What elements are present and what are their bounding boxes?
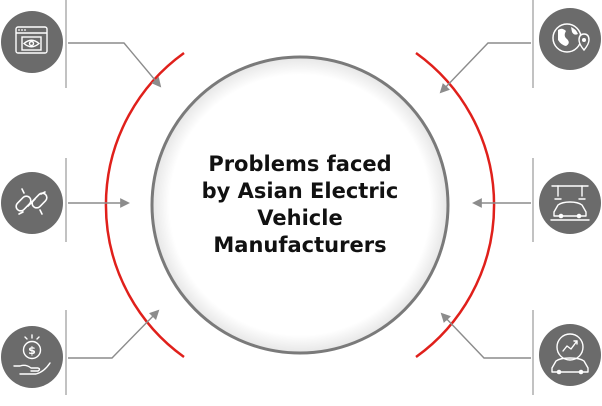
center-title-line-1: Problems faced — [208, 152, 392, 176]
connector-bottom-right — [440, 312, 531, 359]
center-title: Problems faced by Asian Electric Vehicle… — [172, 140, 428, 270]
connector-top-right — [439, 42, 531, 94]
center-circle — [150, 55, 450, 355]
center-title-line-4: Manufacturers — [213, 233, 387, 257]
globe-pin-icon — [539, 8, 601, 70]
car-growth-icon — [539, 324, 601, 386]
svg-text:$: $ — [28, 344, 36, 357]
accent-arc-right — [415, 51, 496, 359]
connector-top-left — [68, 42, 162, 88]
browser-eye-icon — [1, 11, 63, 73]
car-assembly-icon — [539, 172, 601, 234]
center-title-line-2: by Asian Electric — [201, 179, 399, 203]
broken-chain-icon — [1, 172, 63, 234]
connector-bottom-left — [68, 309, 160, 359]
hand-coin-icon: $ — [1, 326, 63, 388]
center-title-line-3: Vehicle — [257, 206, 343, 230]
accent-arc-left — [104, 51, 185, 359]
